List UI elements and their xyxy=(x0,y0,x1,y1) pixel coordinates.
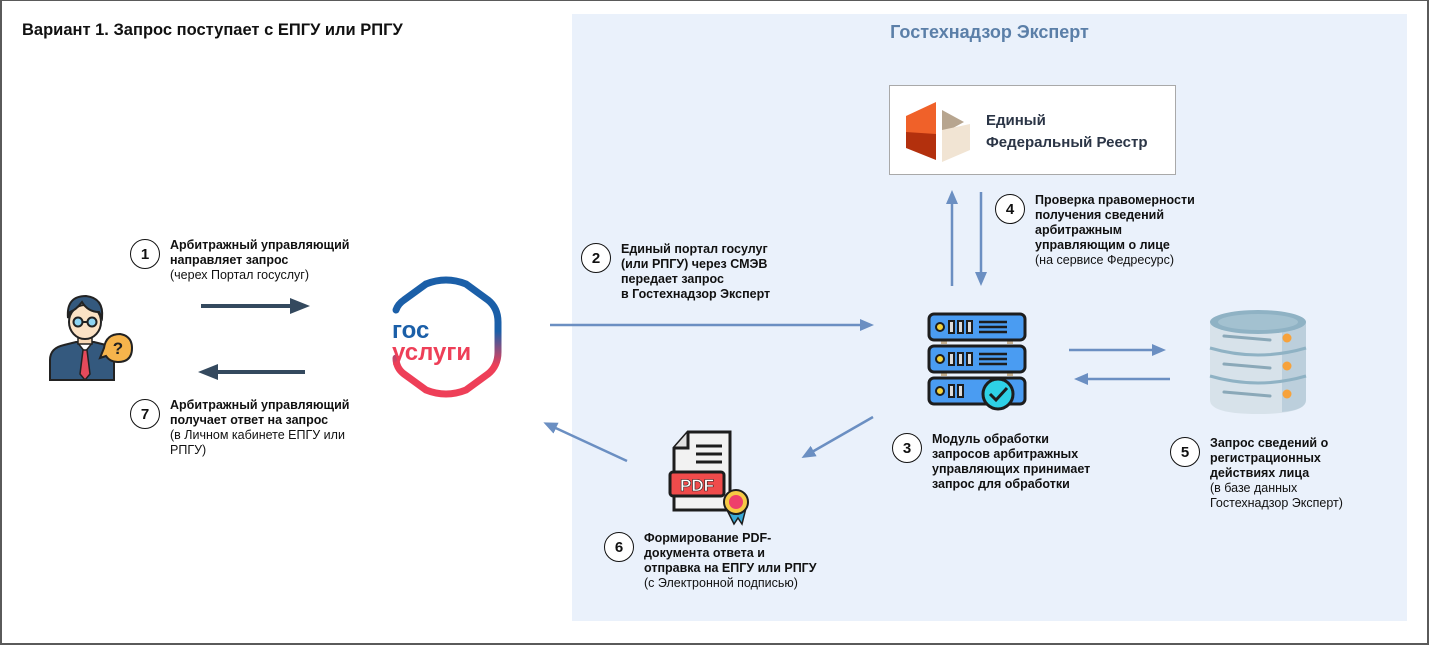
arrow-portal-to-user xyxy=(198,364,305,380)
step-6: 6 Формирование PDF- документа ответа и о… xyxy=(604,531,817,591)
efr-logo-icon xyxy=(906,102,970,162)
user-with-question-icon: ? xyxy=(49,294,134,382)
step-bold-line: Арбитражный управляющий xyxy=(170,238,350,252)
step-5: 5 Запрос сведений о регистрационных дейс… xyxy=(1170,436,1343,511)
step-bold-line: передает запрос xyxy=(621,272,724,286)
pdf-certificate-icon: PDF xyxy=(668,430,749,526)
step-bold-line: регистрационных xyxy=(1210,451,1321,465)
step-number: 7 xyxy=(130,399,160,429)
step-sub-line: РПГУ) xyxy=(170,443,207,457)
step-bold-line: арбитражным xyxy=(1035,223,1123,237)
step-text: Модуль обработки запросов арбитражных уп… xyxy=(932,432,1090,492)
step-number: 3 xyxy=(892,433,922,463)
step-sub-line: (с Электронной подписью) xyxy=(644,576,798,590)
step-bold-line: действиях лица xyxy=(1210,466,1310,480)
step-bold-line: Запрос сведений о xyxy=(1210,436,1329,450)
step-bold-line: управляющим о лице xyxy=(1035,238,1170,252)
step-sub-line: (в базе данных xyxy=(1210,481,1298,495)
step-number: 5 xyxy=(1170,437,1200,467)
step-text: Единый портал госулуг (или РПГУ) через С… xyxy=(621,242,770,302)
panel-title: Гостехнадзор Эксперт xyxy=(890,22,1089,42)
step-bold-line: Модуль обработки xyxy=(932,432,1049,446)
step-number: 2 xyxy=(581,243,611,273)
step-bold-line: направляет запрос xyxy=(170,253,289,267)
step-bold-line: управляющих принимает xyxy=(932,462,1091,476)
step-bold-line: Единый портал госулуг xyxy=(621,242,768,256)
step-bold-line: отправка на ЕПГУ или РПГУ xyxy=(644,561,817,575)
database-icon xyxy=(1209,310,1307,414)
step-bold-line: в Гостехнадзор Эксперт xyxy=(621,287,771,301)
gosuslugi-line2: услуги xyxy=(392,339,471,366)
arrow-module-to-pdf xyxy=(801,415,874,458)
step-bold-line: Проверка правомерности xyxy=(1035,193,1195,207)
step-bold-line: получения сведений xyxy=(1035,208,1165,222)
arrow-pdf-to-portal xyxy=(543,422,628,463)
pdf-label: PDF xyxy=(680,476,714,495)
arrow-user-to-portal xyxy=(201,298,310,314)
efr-logo-box: Единый Федеральный Реестр xyxy=(889,85,1176,175)
efr-line2: Федеральный Реестр xyxy=(986,134,1148,151)
step-1: 1 Арбитражный управляющий направляет зап… xyxy=(130,238,349,283)
diagram-title: Вариант 1. Запрос поступает с ЕПГУ или Р… xyxy=(22,21,403,39)
step-7: 7 Арбитражный управляющий получает ответ… xyxy=(130,398,349,458)
step-bold-line: Арбитражный управляющий xyxy=(170,398,350,412)
efr-logo-text: Единый Федеральный Реестр xyxy=(986,110,1148,154)
step-sub-line: (в Личном кабинете ЕПГУ или xyxy=(170,428,345,442)
step-text: Формирование PDF- документа ответа и отп… xyxy=(644,531,817,591)
step-bold-line: документа ответа и xyxy=(644,546,765,560)
step-number: 6 xyxy=(604,532,634,562)
step-text: Запрос сведений о регистрационных действ… xyxy=(1210,436,1343,511)
step-number: 4 xyxy=(995,194,1025,224)
step-sub-line: (черех Портал госуслуг) xyxy=(170,268,310,282)
efr-line1: Единый xyxy=(986,112,1046,129)
svg-text:?: ? xyxy=(113,339,123,358)
gosuslugi-line1: гос xyxy=(392,317,429,344)
step-sub-line: Гостехнадзор Эксперт) xyxy=(1210,496,1343,510)
step-bold-line: запрос для обработки xyxy=(932,477,1070,491)
step-3: 3 Модуль обработки запросов арбитражных … xyxy=(892,432,1090,492)
step-bold-line: получает ответ на запрос xyxy=(170,413,329,427)
step-number: 1 xyxy=(130,239,160,269)
step-text: Проверка правомерности получения сведени… xyxy=(1035,193,1195,268)
step-bold-line: запросов арбитражных xyxy=(932,447,1079,461)
gosuslugi-logo: гос услуги xyxy=(392,276,502,398)
step-bold-line: (или РПГУ) через СМЭВ xyxy=(621,257,768,271)
step-4: 4 Проверка правомерности получения сведе… xyxy=(995,193,1195,268)
server-check-icon xyxy=(927,312,1027,411)
step-bold-line: Формирование PDF- xyxy=(644,531,772,545)
step-text: Арбитражный управляющий направляет запро… xyxy=(170,238,349,283)
step-sub-line: (на сервисе Федресурс) xyxy=(1035,253,1175,267)
step-2: 2 Единый портал госулуг (или РПГУ) через… xyxy=(581,242,770,302)
step-text: Арбитражный управляющий получает ответ н… xyxy=(170,398,349,458)
